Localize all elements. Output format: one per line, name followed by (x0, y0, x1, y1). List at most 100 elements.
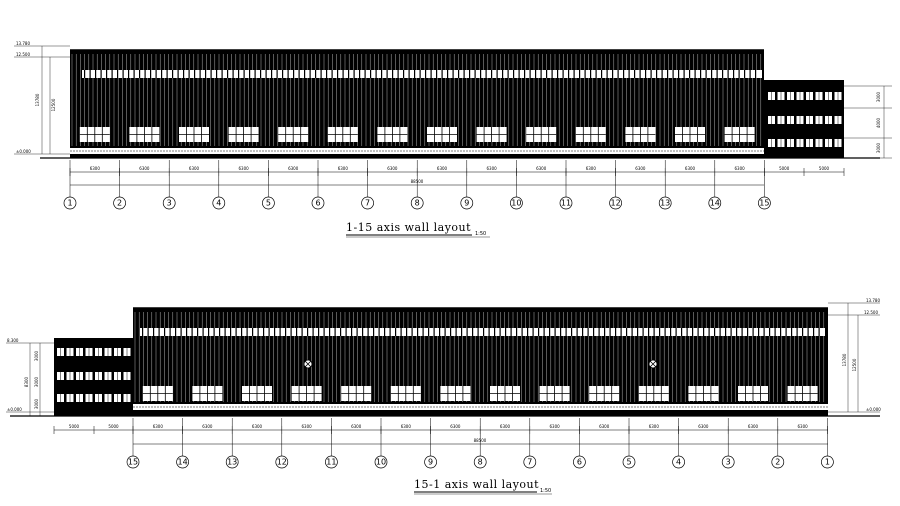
axis-bubble: 7 (361, 196, 374, 210)
annex-window (76, 372, 83, 380)
main-facade-bottom (133, 308, 828, 416)
clerestory-strip-top (82, 70, 762, 78)
annex-window (825, 92, 832, 100)
bay-dimension-label: 6300 (500, 424, 511, 429)
axis-bubble: 9 (460, 196, 474, 210)
annex-window (768, 139, 775, 147)
axis-bubble: 2 (771, 455, 785, 469)
annex-window (104, 372, 112, 380)
axis-label: 14 (178, 458, 188, 467)
window-unit (228, 127, 259, 142)
bay-dimension-label: 6300 (189, 166, 200, 171)
right-levels-top: 3000 4000 3000 (844, 85, 892, 159)
axis-label: 6 (315, 199, 320, 208)
height-label: 3000 (34, 398, 39, 409)
axis-label: 13 (660, 199, 670, 208)
bay-dimension-label: 6300 (450, 424, 461, 429)
axis-label: 9 (428, 458, 433, 467)
axis-bubble: 9 (424, 455, 437, 469)
annex-window (768, 116, 775, 124)
level-label: 12.500 (16, 52, 30, 57)
dimension-chain-top: 88500 6300630063006300630063006300630063… (69, 166, 845, 186)
annex-windows-bottom (57, 348, 131, 402)
bay-dimension-label: 5000 (108, 424, 119, 429)
height-label: 13780 (35, 93, 40, 106)
window-unit (738, 386, 768, 401)
annex-window (57, 372, 64, 380)
annex-window (777, 92, 785, 100)
annex-windows-top (768, 92, 842, 147)
bay-dimension-label: 6300 (550, 424, 561, 429)
annex-window (57, 394, 64, 402)
bay-dimension-label: 6300 (649, 424, 660, 429)
height-label: 3000 (34, 376, 39, 387)
bay-dimension-label: 6300 (338, 166, 349, 171)
left-levels-bottom: 8.300 ±0.000 3000 8300 3000 3000 (6, 338, 54, 416)
drawing-scale: 1:50 (540, 488, 551, 494)
annex-window (834, 139, 842, 147)
window-unit (638, 386, 669, 401)
axis-label: 10 (511, 199, 521, 208)
axis-bubble: 12 (275, 455, 289, 469)
bay-dimension-label: 6300 (387, 166, 398, 171)
window-unit (589, 386, 620, 401)
annex-facade-bottom (54, 338, 133, 416)
bay-dimension-label: 6300 (635, 166, 646, 171)
level-label: 13.780 (16, 41, 30, 46)
annex-window (815, 139, 823, 147)
axis-label: 7 (527, 458, 532, 467)
axis-label: 2 (117, 199, 122, 208)
window-unit (179, 127, 209, 142)
axis-label: 5 (266, 199, 271, 208)
axis-bubble: 10 (510, 196, 523, 210)
bay-dimension-label: 6300 (599, 424, 610, 429)
annex-window (777, 139, 785, 147)
axis-bubble: 15 (126, 455, 140, 469)
level-label: ±0.000 (7, 407, 22, 412)
annex-window (815, 116, 823, 124)
axis-label: 4 (216, 199, 221, 208)
axis-bubble: 4 (672, 455, 685, 469)
axis-bubble: 14 (708, 196, 722, 210)
axis-bubble: 4 (212, 196, 226, 210)
window-unit (327, 127, 358, 142)
axis-label: 8 (415, 199, 420, 208)
window-unit (79, 127, 110, 142)
axis-bubble: 12 (609, 196, 622, 210)
annex-window (95, 394, 102, 402)
axis-label: 6 (577, 458, 582, 467)
axis-bubble: 6 (311, 196, 325, 210)
annex-window (825, 116, 832, 124)
annex-window (123, 394, 131, 402)
bay-dimension-label: 5000 (69, 424, 80, 429)
axis-label: 1 (825, 458, 830, 467)
window-unit (427, 127, 457, 142)
bay-dimension-label: 6300 (685, 166, 696, 171)
axis-label: 15 (759, 199, 769, 208)
annex-window (806, 139, 813, 147)
annex-window (834, 92, 842, 100)
axis-bubble: 10 (374, 455, 388, 469)
right-levels-bottom: 13.780 12.500 ±0.000 13780 12500 (828, 298, 881, 413)
window-unit (390, 386, 421, 401)
axis-bubble: 5 (622, 455, 636, 469)
bay-dimension-label: 6300 (288, 166, 299, 171)
annex-window (123, 372, 131, 380)
axis-label: 9 (464, 199, 469, 208)
annex-window (104, 394, 112, 402)
bay-dimension-label: 6300 (798, 424, 809, 429)
level-label: 8.300 (7, 338, 19, 343)
annex-window (114, 348, 121, 356)
annex-window (114, 372, 121, 380)
axis-label: 11 (326, 458, 336, 467)
window-unit (539, 386, 570, 401)
clerestory-mullions-bottom (142, 328, 820, 336)
annex-window (85, 348, 93, 356)
bay-dimension-label: 6300 (586, 166, 597, 171)
bay-dimension-label: 6300 (252, 424, 263, 429)
axis-label: 1 (67, 199, 72, 208)
axis-label: 12 (611, 199, 621, 208)
axis-label: 2 (775, 458, 780, 467)
bay-dimension-label: 6300 (748, 424, 759, 429)
window-unit (278, 127, 309, 142)
